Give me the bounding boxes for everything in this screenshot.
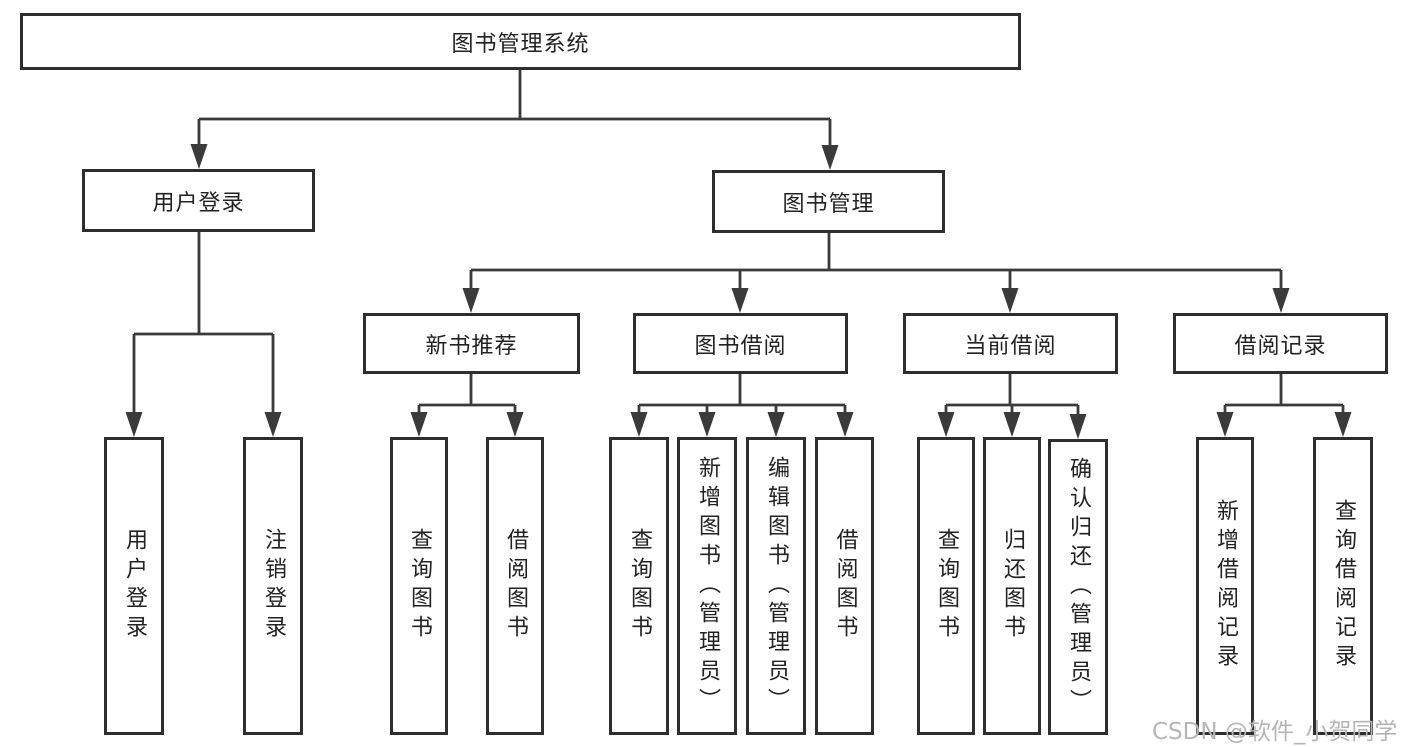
arrowhead-icon: [630, 412, 648, 437]
node-new-book-recommend: 新书推荐: [363, 313, 580, 374]
leaf-add-book-admin: 新增图书（管理员）: [677, 437, 737, 735]
node-borrow-records-label: 借阅记录: [1234, 333, 1327, 359]
arrowhead-icon: [836, 412, 854, 437]
leaf-query-borrow-record-label: 查询借阅记录: [1331, 499, 1356, 673]
leaf-borrow-books-1: 借阅图书: [486, 437, 544, 735]
node-current-borrow: 当前借阅: [903, 313, 1118, 374]
arrowhead-icon: [1334, 412, 1352, 437]
arrowhead-icon: [410, 412, 428, 437]
leaf-return-book: 归还图书: [983, 437, 1041, 735]
leaf-edit-book-admin: 编辑图书（管理员）: [746, 437, 806, 735]
node-current-borrow-label: 当前借阅: [964, 333, 1057, 359]
leaf-borrow-books-2-label: 借阅图书: [832, 528, 858, 644]
arrowhead-icon: [264, 412, 282, 437]
node-borrow-records: 借阅记录: [1173, 313, 1388, 374]
csdn-watermark: CSDN @软件_小贺同学: [1152, 719, 1398, 745]
node-new-book-recommend-label: 新书推荐: [425, 333, 518, 359]
arrowhead-icon: [767, 412, 785, 437]
leaf-user-login: 用户登录: [104, 437, 164, 735]
node-book-borrow-label: 图书借阅: [694, 333, 787, 359]
arrowhead-icon: [698, 412, 716, 437]
arrowhead-icon: [937, 412, 955, 437]
leaf-query-borrow-record: 查询借阅记录: [1313, 437, 1373, 735]
arrowhead-icon: [125, 412, 143, 437]
node-user-login: 用户登录: [82, 169, 315, 232]
arrowhead-icon: [462, 288, 480, 313]
leaf-query-books-2-label: 查询图书: [627, 528, 652, 644]
leaf-query-books-1: 查询图书: [390, 437, 448, 735]
leaf-logout: 注销登录: [243, 437, 303, 735]
leaf-query-books-3-label: 查询图书: [934, 528, 959, 644]
leaf-add-borrow-record-label: 新增借阅记录: [1213, 499, 1238, 673]
leaf-confirm-return-admin: 确认归还（管理员）: [1048, 439, 1108, 735]
node-book-management-label: 图书管理: [782, 191, 875, 217]
leaf-user-login-label: 用户登录: [122, 528, 147, 644]
arrowhead-icon: [1003, 412, 1021, 437]
leaf-borrow-books-2: 借阅图书: [815, 437, 874, 735]
arrowhead-icon: [1069, 414, 1087, 439]
leaf-logout-label: 注销登录: [261, 528, 286, 644]
leaf-edit-book-admin-label: 编辑图书（管理员）: [764, 455, 789, 717]
arrowhead-icon: [731, 288, 749, 313]
arrowhead-icon: [1272, 288, 1290, 313]
arrowhead-icon: [190, 144, 208, 169]
leaf-confirm-return-admin-label: 确认归还（管理员）: [1066, 456, 1091, 718]
leaf-return-book-label: 归还图书: [1000, 528, 1025, 644]
leaf-query-books-3: 查询图书: [917, 437, 975, 735]
arrowhead-icon: [1216, 412, 1234, 437]
arrowhead-icon: [506, 412, 524, 437]
arrowhead-icon: [821, 145, 839, 170]
node-book-borrow: 图书借阅: [633, 313, 848, 374]
node-root-label: 图书管理系统: [451, 31, 590, 57]
arrowhead-icon: [1001, 288, 1019, 313]
leaf-add-borrow-record: 新增借阅记录: [1196, 437, 1254, 735]
node-book-management: 图书管理: [712, 170, 945, 233]
node-user-login-label: 用户登录: [152, 190, 245, 216]
leaf-query-books-2: 查询图书: [609, 437, 669, 735]
leaf-borrow-books-1-label: 借阅图书: [503, 528, 528, 644]
leaf-query-books-1-label: 查询图书: [407, 528, 432, 644]
node-root: 图书管理系统: [20, 13, 1021, 70]
leaf-add-book-admin-label: 新增图书（管理员）: [695, 455, 720, 717]
